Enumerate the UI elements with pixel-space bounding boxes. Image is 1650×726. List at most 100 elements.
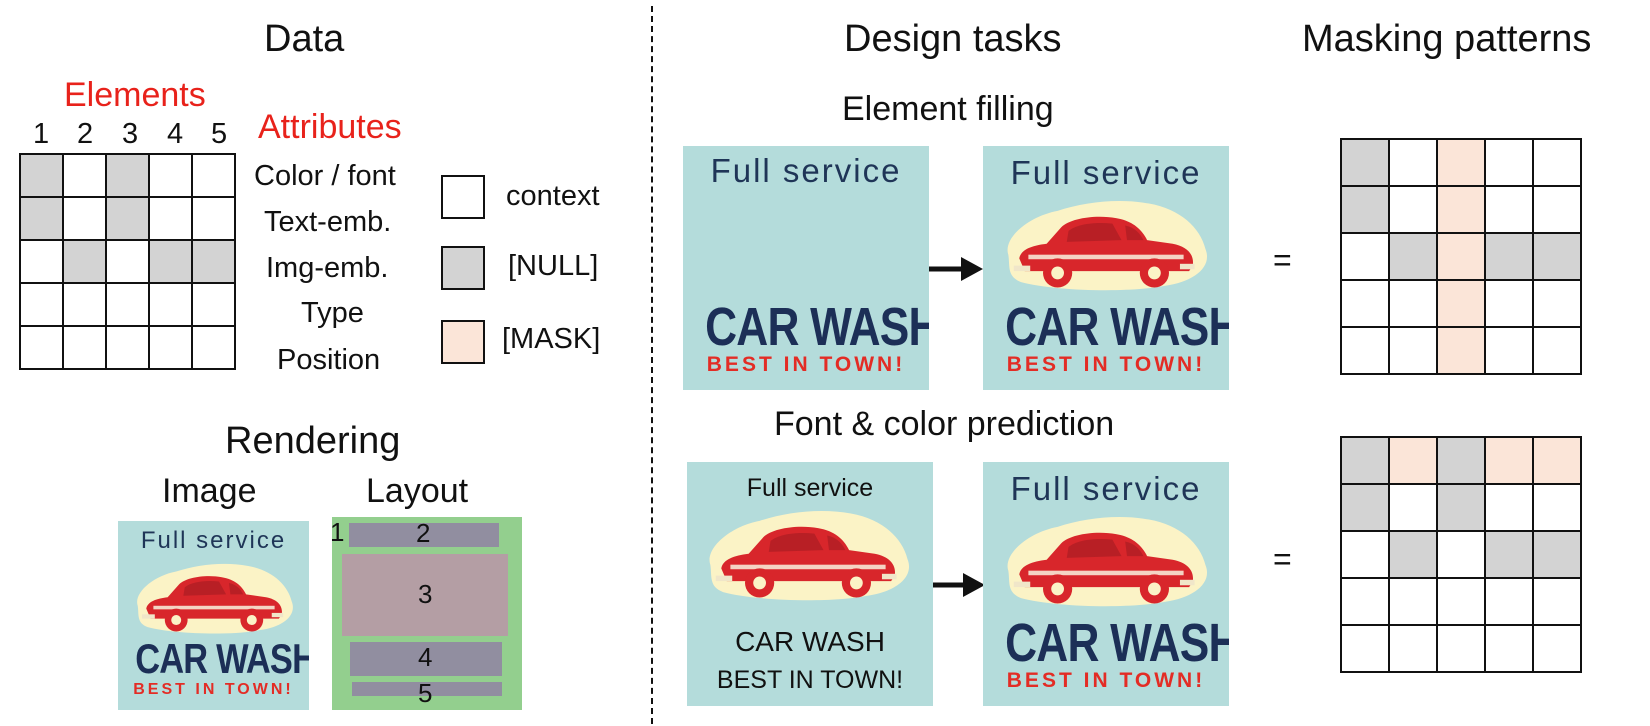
layout-label-1: 1 bbox=[330, 517, 345, 547]
grid-cell-null bbox=[148, 239, 193, 284]
attribute-type: Type bbox=[301, 297, 364, 329]
grid-row bbox=[1340, 530, 1582, 579]
grid-cell-context bbox=[19, 282, 64, 327]
element-number-4: 4 bbox=[167, 118, 184, 150]
car-icon bbox=[137, 563, 293, 634]
grid-row bbox=[1340, 232, 1582, 281]
grid-row bbox=[19, 239, 236, 284]
legend-mask-label: [MASK] bbox=[502, 323, 601, 355]
arrow-icon bbox=[929, 257, 983, 281]
grid-cell-null bbox=[1340, 483, 1390, 532]
masking-pattern-2 bbox=[1340, 436, 1582, 673]
attribute-img-emb: Img-emb. bbox=[266, 252, 389, 284]
poster-carwash-text: CAR WASH bbox=[735, 626, 885, 657]
data-matrix bbox=[19, 153, 236, 370]
grid-cell-context bbox=[1436, 624, 1486, 673]
rendered-image-poster: Full service CAR WASH BEST IN TOWN! bbox=[118, 521, 309, 710]
grid-cell-null bbox=[62, 239, 107, 284]
arrow-icon bbox=[933, 573, 985, 597]
section-divider bbox=[651, 6, 653, 724]
grid-row bbox=[19, 282, 236, 327]
grid-cell-context bbox=[105, 239, 150, 284]
legend-null-label: [NULL] bbox=[508, 250, 599, 282]
grid-cell-null bbox=[191, 239, 236, 284]
font-color-input-poster: Full service CAR WASH BEST IN TOWN! bbox=[687, 462, 933, 706]
grid-cell-context bbox=[191, 153, 236, 198]
poster-best-text: BEST IN TOWN! bbox=[716, 666, 904, 694]
poster-best-text: BEST IN TOWN! bbox=[706, 353, 906, 376]
element-number-5: 5 bbox=[211, 118, 228, 150]
grid-cell-context bbox=[1340, 326, 1390, 375]
layout-box-4 bbox=[350, 642, 502, 676]
grid-row bbox=[19, 196, 236, 241]
grid-cell-mask bbox=[1436, 326, 1486, 375]
poster-carwash-text: CAR WASH bbox=[705, 297, 929, 357]
grid-cell-null bbox=[1484, 232, 1534, 281]
layout-label-2: 2 bbox=[416, 518, 431, 548]
poster-best-text: BEST IN TOWN! bbox=[133, 681, 294, 698]
attribute-position: Position bbox=[277, 344, 381, 376]
grid-cell-context bbox=[148, 325, 193, 370]
grid-cell-null bbox=[105, 196, 150, 241]
grid-cell-context bbox=[19, 239, 64, 284]
design-tasks-title: Design tasks bbox=[844, 18, 1062, 60]
poster-carwash-text: CAR WASH bbox=[1005, 297, 1229, 357]
grid-cell-mask bbox=[1436, 232, 1486, 281]
grid-cell-null bbox=[1436, 483, 1486, 532]
equals-sign-1: = bbox=[1273, 242, 1292, 278]
layout-label-3: 3 bbox=[418, 579, 433, 609]
legend-context-label: context bbox=[506, 180, 600, 212]
grid-cell-context bbox=[1388, 624, 1438, 673]
rendering-title: Rendering bbox=[225, 420, 401, 462]
grid-cell-context bbox=[1388, 279, 1438, 328]
grid-cell-context bbox=[1388, 138, 1438, 187]
grid-cell-mask bbox=[1484, 436, 1534, 485]
grid-cell-null bbox=[1388, 530, 1438, 579]
grid-cell-context bbox=[62, 325, 107, 370]
element-filling-input-poster: Full service CAR WASH BEST IN TOWN! bbox=[683, 146, 929, 390]
element-filling-label: Element filling bbox=[842, 90, 1054, 128]
grid-row bbox=[19, 153, 236, 198]
poster-service-text: Full service bbox=[140, 527, 287, 554]
grid-cell-mask bbox=[1436, 138, 1486, 187]
grid-row bbox=[1340, 326, 1582, 375]
grid-row bbox=[19, 325, 236, 370]
grid-cell-null bbox=[1340, 185, 1390, 234]
car-icon bbox=[1007, 516, 1208, 607]
grid-row bbox=[1340, 279, 1582, 328]
car-icon bbox=[709, 510, 910, 601]
layout-box-2 bbox=[349, 523, 499, 547]
grid-cell-context bbox=[105, 325, 150, 370]
grid-row bbox=[1340, 577, 1582, 626]
grid-cell-context bbox=[19, 325, 64, 370]
poster-carwash-text: CAR WASH bbox=[135, 635, 309, 682]
rendered-layout: 1 2 3 4 5 bbox=[330, 517, 522, 710]
grid-cell-context bbox=[148, 282, 193, 327]
legend-null-swatch bbox=[441, 246, 485, 290]
grid-cell-context bbox=[1484, 185, 1534, 234]
attribute-text-emb: Text-emb. bbox=[264, 206, 392, 238]
grid-cell-null bbox=[19, 196, 64, 241]
font-color-prediction-label: Font & color prediction bbox=[774, 405, 1115, 443]
poster-best-text: BEST IN TOWN! bbox=[1006, 669, 1206, 692]
grid-cell-context bbox=[1484, 326, 1534, 375]
grid-row bbox=[1340, 138, 1582, 187]
element-number-2: 2 bbox=[77, 118, 94, 150]
grid-cell-context bbox=[105, 282, 150, 327]
grid-cell-context bbox=[1532, 483, 1582, 532]
grid-row bbox=[1340, 624, 1582, 673]
grid-cell-mask bbox=[1388, 436, 1438, 485]
equals-sign-2: = bbox=[1273, 541, 1292, 577]
grid-cell-context bbox=[1388, 483, 1438, 532]
grid-cell-context bbox=[1532, 624, 1582, 673]
poster-carwash-text: CAR WASH bbox=[1005, 613, 1229, 673]
grid-cell-null bbox=[1388, 232, 1438, 281]
grid-cell-context bbox=[1532, 326, 1582, 375]
grid-cell-context bbox=[1388, 185, 1438, 234]
grid-cell-null bbox=[1532, 232, 1582, 281]
grid-row bbox=[1340, 436, 1582, 485]
grid-cell-context bbox=[1340, 577, 1390, 626]
element-filling-output-poster: Full service CAR WASH BEST IN TOWN! bbox=[983, 146, 1229, 390]
grid-cell-null bbox=[1340, 138, 1390, 187]
layout-box-3 bbox=[342, 554, 508, 636]
